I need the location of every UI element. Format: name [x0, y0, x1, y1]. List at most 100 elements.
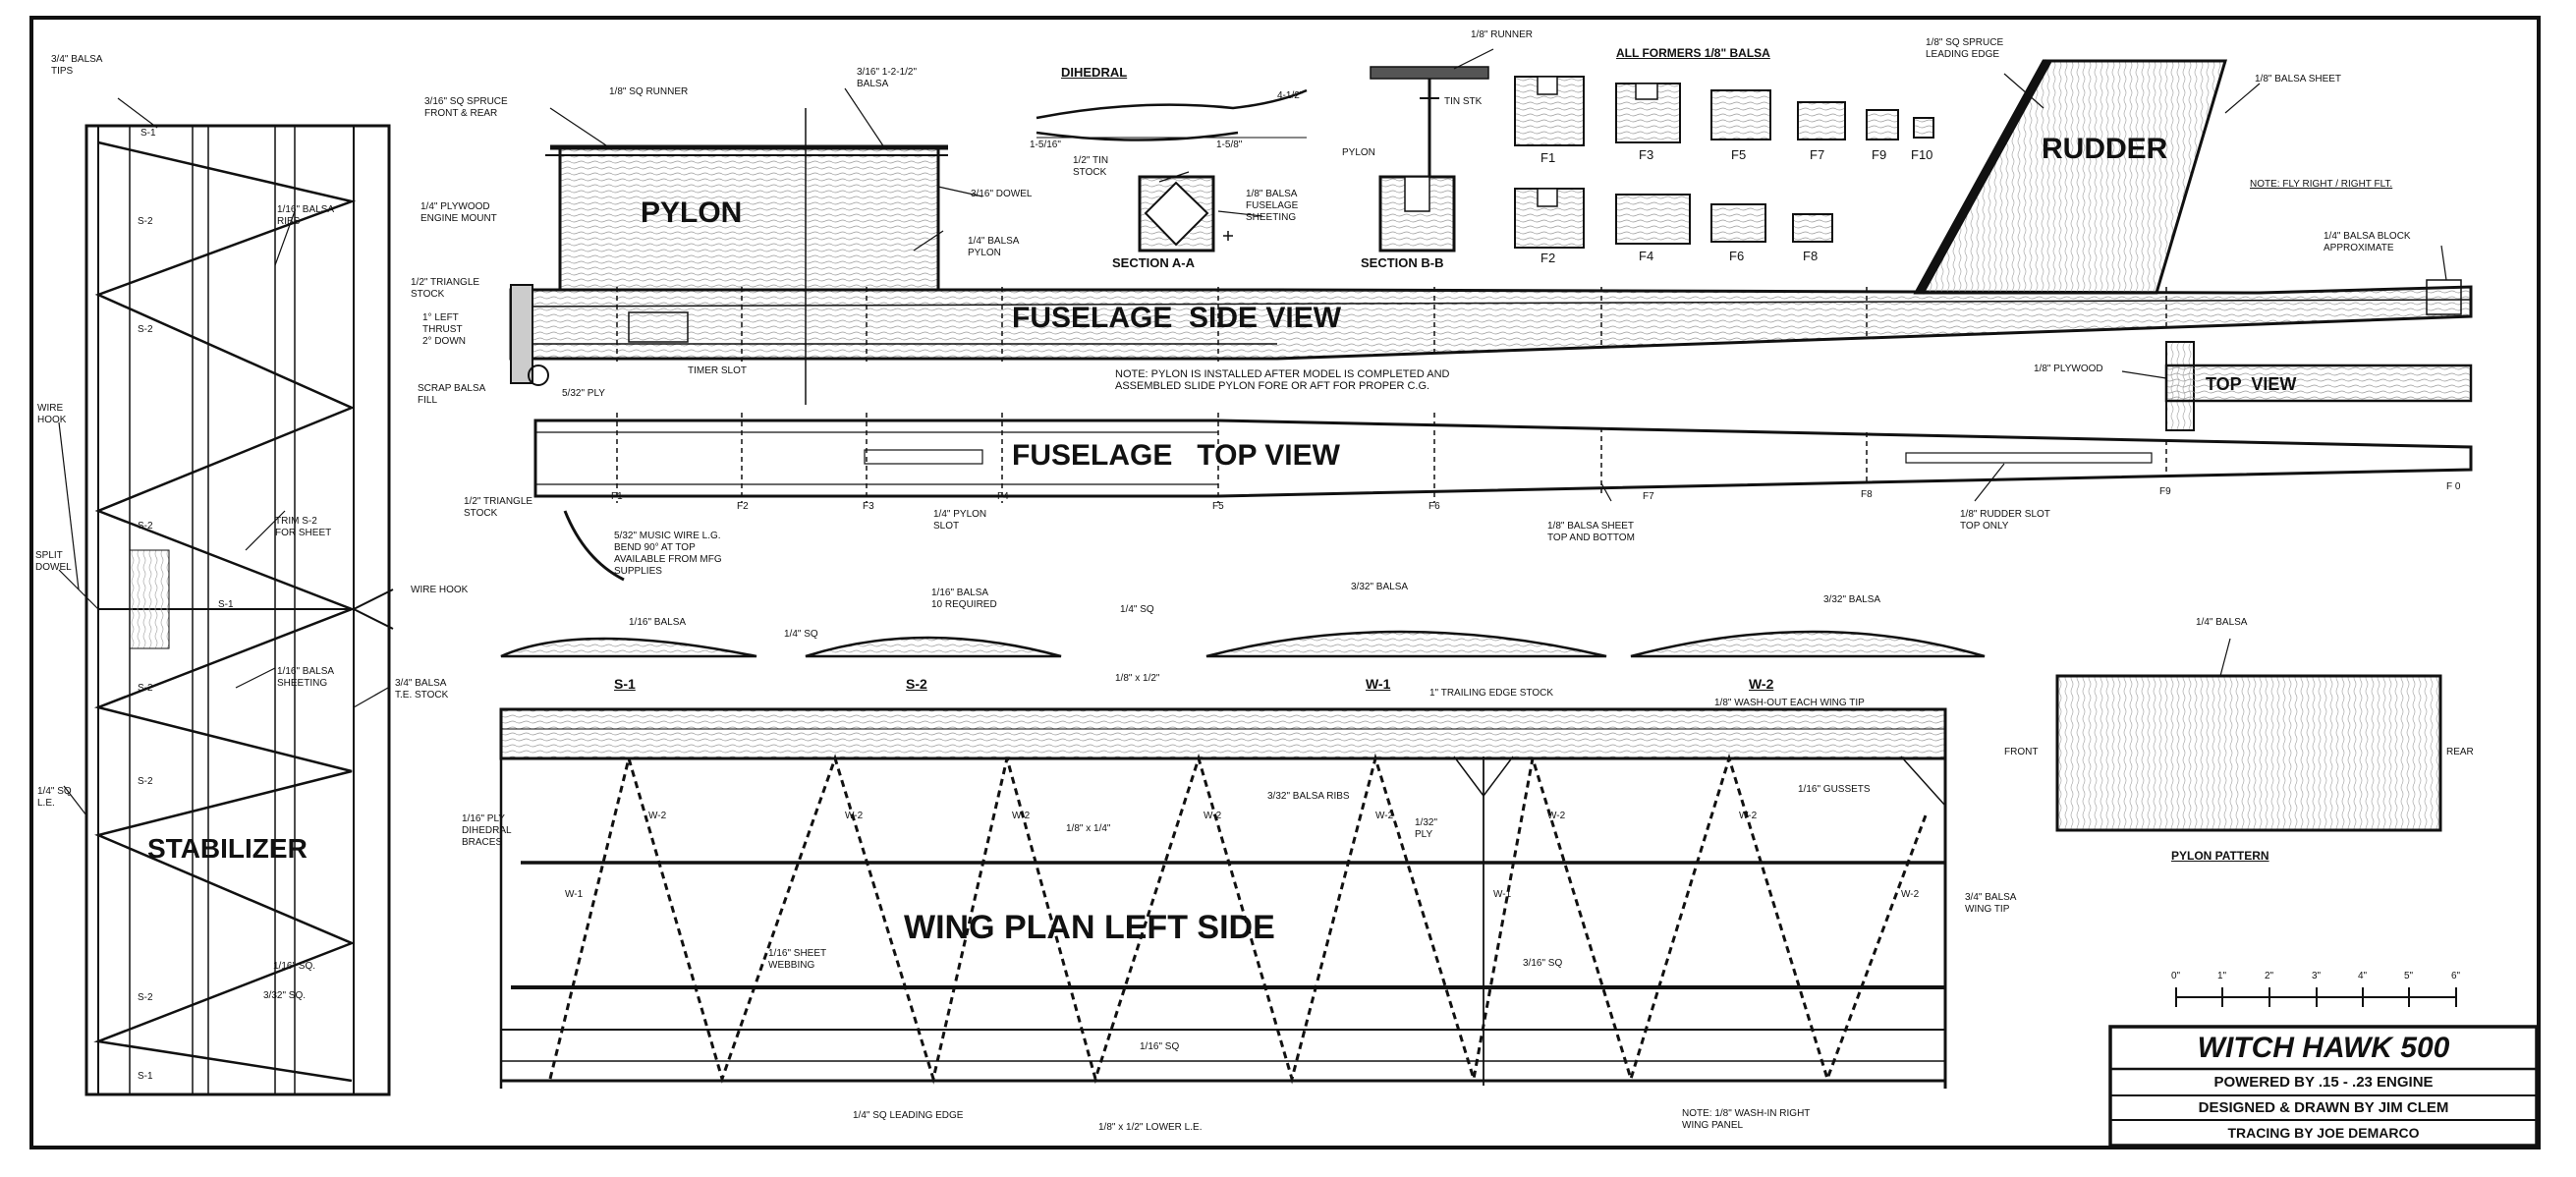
stab-sheeting-label: 1/16" BALSA SHEETING: [277, 666, 335, 689]
rib-sections: [500, 630, 1986, 658]
pylon-pattern-label: PYLON PATTERN: [2171, 849, 2269, 863]
rib-w2-label: 3/32" BALSA: [1823, 594, 1881, 605]
former-f9: F9: [1872, 147, 1887, 162]
former-f2: F2: [1540, 251, 1556, 265]
scale-tick-1: 1": [2217, 971, 2227, 981]
te-stock-label: 1" TRAILING EDGE STOCK: [1429, 688, 1553, 699]
dihedral-braces-label: 1/16" PLY DIHEDRAL BRACES: [462, 813, 512, 848]
rib-14sq-label: 1/4" SQ: [784, 629, 818, 640]
wing-rib-mark-5: W-2: [1204, 811, 1222, 821]
ply-532-label: 5/32" PLY: [562, 388, 605, 399]
sq-116-label: 1/16" SQ: [1140, 1041, 1180, 1052]
rib-section-s2: S-2: [906, 676, 927, 692]
rib-section-w2: W-2: [1749, 676, 1774, 692]
timer-slot-label: TIMER SLOT: [688, 365, 748, 376]
tin-stock-label: 1/2" TIN STOCK: [1073, 155, 1109, 178]
stab-te-label: 3/4" BALSA T.E. STOCK: [395, 678, 449, 701]
wire-hook-left-label: WIRE HOOK: [37, 403, 67, 425]
left-thrust-label: 1° LEFT THRUST 2° DOWN: [422, 312, 466, 347]
wing-rib-mark-6: W-2: [1375, 811, 1394, 821]
stab-332sq-label: 3/32" SQ.: [263, 990, 307, 1001]
stab-le-label: 1/4" SQ L.E.: [37, 786, 72, 809]
rear-top-view-title: TOP VIEW: [2206, 374, 2297, 394]
wing-tip-label: 3/4" BALSA WING TIP: [1965, 892, 2017, 915]
fuselage-top-title: FUSELAGE TOP VIEW: [1012, 439, 1340, 472]
dihedral-tip-dim: 4-1/2": [1277, 90, 1304, 101]
triangle-stock-2-label: 1/2" TRIANGLE STOCK: [464, 496, 533, 519]
station-f8: F8: [1861, 489, 1873, 500]
rib-18x12-label: 1/8" x 1/2": [1115, 673, 1160, 684]
pylon-side: [545, 144, 948, 292]
section-a-a: [1138, 175, 1215, 252]
station-f1: F1: [611, 491, 623, 502]
station-f2: F2: [737, 501, 749, 512]
spruce-front-rear-label: 3/16" SQ SPRUCE FRONT & REAR: [424, 96, 508, 119]
all-formers-label: ALL FORMERS 1/8" BALSA: [1616, 46, 1770, 60]
wing-rib-mark-9: W-2: [1739, 811, 1758, 821]
section-b-b: [1370, 66, 1489, 252]
pylon-balsa-14-label: 1/4" BALSA: [2196, 617, 2248, 628]
formers: [1514, 76, 1934, 249]
spar-18x14-label: 1/8" x 1/4": [1066, 823, 1111, 834]
dowel-label: 3/16" DOWEL: [971, 189, 1033, 199]
title-block-powered: POWERED BY .15 - .23 ENGINE: [2213, 1074, 2434, 1091]
note-fly: NOTE: FLY RIGHT / RIGHT FLT.: [2250, 179, 2393, 190]
stab-rib-3: S-2: [138, 324, 153, 335]
fuselage-side: [509, 279, 2473, 386]
wing-rib-mark-4: W-2: [1012, 811, 1031, 821]
station-f7: F7: [1643, 491, 1654, 502]
fuselage-sheeting-label: 1/8" BALSA FUSELAGE SHEETING: [1246, 189, 1299, 223]
fuselage-sheet-label: 1/8" BALSA SHEET TOP AND BOTTOM: [1547, 521, 1635, 543]
triangle-stock-label: 1/2" TRIANGLE STOCK: [411, 277, 480, 300]
gussets-label: 1/16" GUSSETS: [1798, 784, 1871, 795]
le-14sq-label: 1/4" SQ LEADING EDGE: [853, 1110, 964, 1121]
wing-rib-mark-1: W-1: [565, 889, 584, 900]
station-f10: F 0: [2446, 481, 2461, 492]
pylon-word-label: PYLON: [1342, 147, 1375, 158]
stabilizer-title: STABILIZER: [147, 833, 308, 864]
lower-le-label: 1/8" x 1/2" LOWER L.E.: [1098, 1122, 1203, 1133]
stab-rib-4: S-2: [138, 521, 153, 532]
runner-18-label: 1/8" RUNNER: [1471, 29, 1534, 40]
station-f3: F3: [863, 501, 874, 512]
wing-rib-mark-10: W-2: [1901, 889, 1920, 900]
scale-bar: [2175, 987, 2457, 1007]
wire-hook-right-label: WIRE HOOK: [411, 585, 469, 595]
wing-rib-mark-3: W-2: [845, 811, 864, 821]
rib-s2-label: 1/16" BALSA 10 REQUIRED: [931, 588, 997, 610]
rib-w1-label: 3/32" BALSA: [1351, 582, 1409, 592]
former-f4: F4: [1639, 249, 1654, 263]
sheet-border: [29, 16, 2541, 1149]
ply-132-label: 1/32" PLY: [1415, 817, 1438, 840]
rib-section-s1: S-1: [614, 676, 636, 692]
scale-tick-4: 4": [2358, 971, 2368, 981]
rudder-slot-label: 1/8" RUDDER SLOT TOP ONLY: [1960, 509, 2050, 532]
dihedral-sketch: [1036, 88, 1308, 141]
rear-top-view: [2164, 364, 2473, 403]
stab-rib-2: S-2: [138, 216, 153, 227]
title-block-tracing: TRACING BY JOE DEMARCO: [2227, 1125, 2420, 1141]
dihedral-title: DIHEDRAL: [1061, 65, 1128, 80]
rib-s1-label: 1/16" BALSA: [629, 617, 687, 628]
stab-tips-label: 3/4" BALSA TIPS: [51, 54, 103, 77]
trim-s2-label: TRIM S-2 FOR SHEET: [275, 516, 332, 538]
station-f4: F4: [997, 491, 1009, 502]
former-f5: F5: [1731, 147, 1747, 162]
former-f3: F3: [1639, 147, 1654, 162]
rear-label: REAR: [2446, 747, 2474, 757]
wing-plan: [499, 707, 1947, 1089]
stab-rib-6: S-2: [138, 683, 153, 694]
runner-18sq-label: 1/8" SQ RUNNER: [609, 86, 689, 97]
plywood-mount-label: 1/4" PLYWOOD ENGINE MOUNT: [420, 201, 497, 224]
stab-rib-9: S-1: [138, 1071, 153, 1082]
station-f9: F9: [2159, 486, 2171, 497]
block-approx-label: 1/4" BALSA BLOCK APPROXIMATE: [2324, 231, 2411, 253]
former-f1: F1: [1540, 150, 1556, 165]
spruce-le-label: 1/8" SQ SPRUCE LEADING EDGE: [1926, 37, 2004, 60]
former-f7: F7: [1810, 147, 1825, 162]
rib-section-w1: W-1: [1366, 676, 1391, 692]
rudder-title: RUDDER: [2042, 133, 2168, 165]
scrap-fill-label: SCRAP BALSA FILL: [418, 383, 486, 406]
rudder: [1913, 59, 2228, 295]
